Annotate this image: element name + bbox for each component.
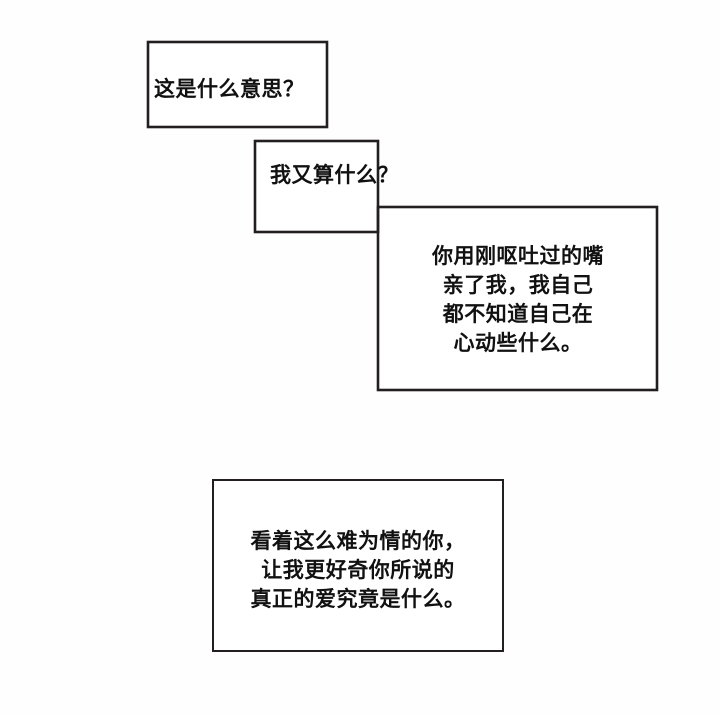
- panel-4-dialogue-text: 看着这么难为情的你， 让我更好奇你所说的 真正的爱究竟是什么。: [250, 530, 466, 611]
- panel-3-dialogue-text: 你用刚呕吐过的嘴 亲了我，我自己 都不知道自己在 心动些什么。: [432, 245, 604, 355]
- bottom-dialogue-box: [212, 479, 504, 652]
- panel-1-dialogue-text: 这是什么意思？: [154, 78, 305, 101]
- panel-2-dialogue-text: 我又算什么？: [270, 164, 399, 187]
